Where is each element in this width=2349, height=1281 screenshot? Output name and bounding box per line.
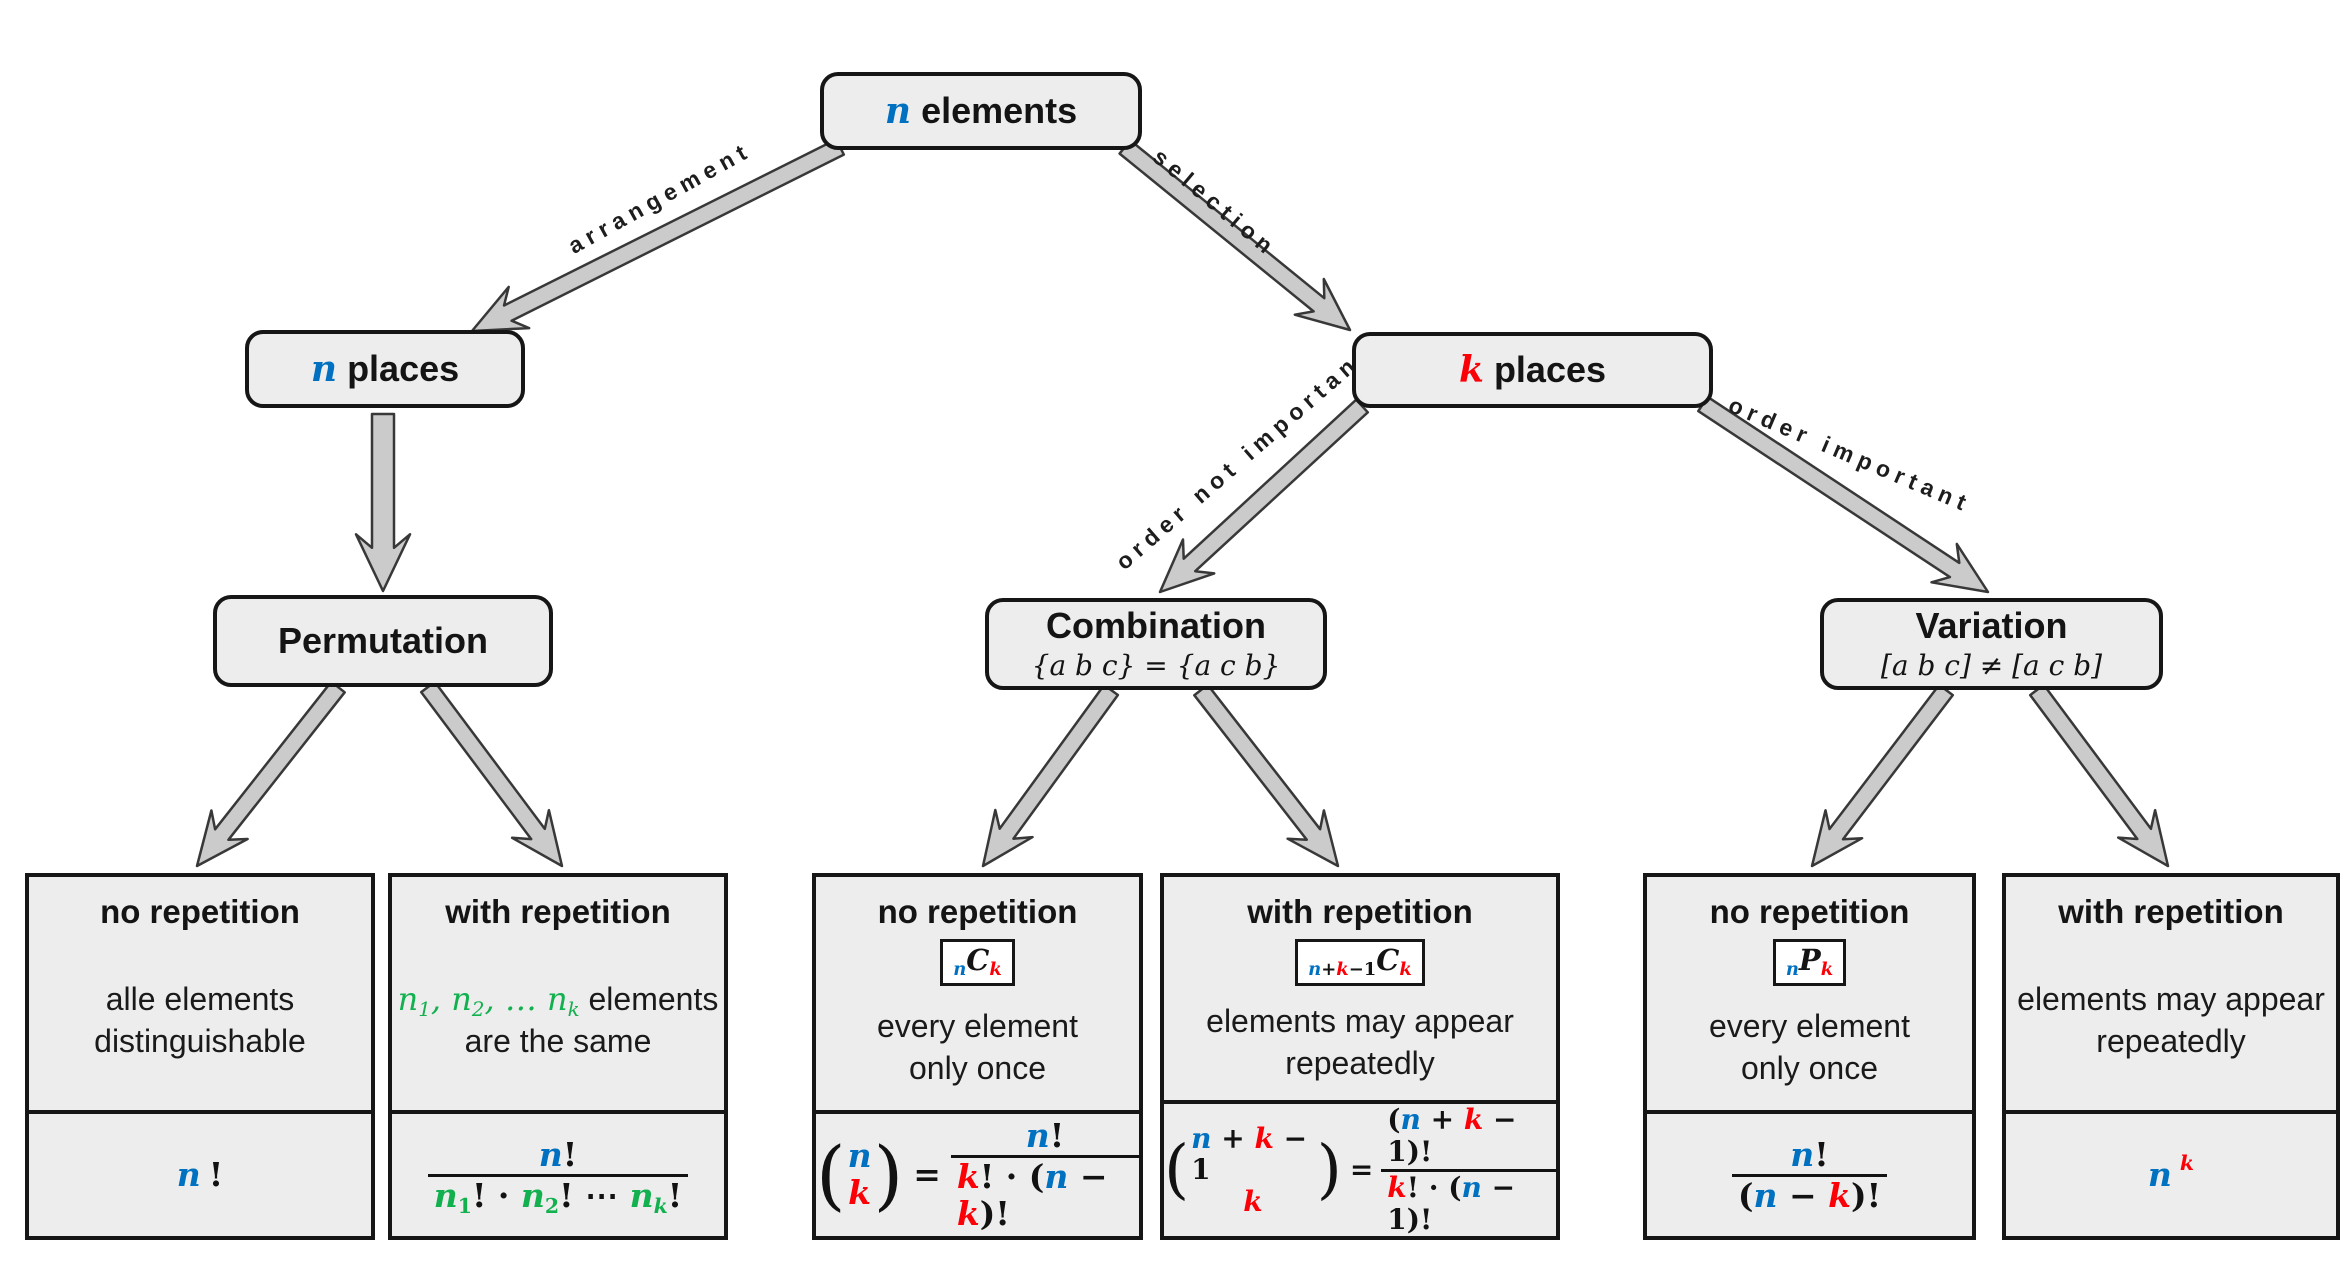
node-k-places-title: k places	[1458, 348, 1607, 391]
node-variation: Variation [a b c] ≠ [a c b]	[1820, 598, 2163, 690]
node-variation-subtitle: [a b c] ≠ [a c b]	[1880, 648, 2103, 682]
leaf-description: every element only once	[877, 1008, 1078, 1086]
node-n-places-title: n places	[310, 347, 460, 390]
badge-nPk: nPk	[1772, 939, 1847, 986]
formula-n-factorial: n!	[176, 1155, 224, 1195]
leaf-heading: no repetition	[877, 893, 1078, 930]
var-n: n	[884, 89, 912, 132]
leaf-combination-no-repetition: no repetition nCk every element only onc…	[812, 873, 1143, 1240]
leaf-description: elements may appear repeatedly	[2017, 980, 2325, 1059]
node-permutation-title: Permutation	[277, 620, 489, 662]
node-n-elements: n elements	[820, 72, 1142, 150]
leaf-variation-with-repetition: with repetition elements may appear repe…	[2002, 873, 2340, 1240]
var-n: n	[310, 347, 338, 390]
leaf-heading: no repetition	[1709, 893, 1910, 930]
node-n-places: n places	[245, 330, 525, 408]
node-combination-subtitle: {a b c} = {a c b}	[1031, 648, 1281, 682]
leaf-description: n1, n2, … nk elements are the same	[397, 979, 719, 1059]
badge-nCk: nCk	[940, 939, 1015, 986]
node-combination: Combination {a b c} = {a c b}	[985, 598, 1327, 690]
leaf-heading: with repetition	[445, 893, 671, 930]
formula-multiset-permutation: n!n1! · n2! ⋯ nk!	[427, 1135, 689, 1217]
node-variation-title: Variation	[1915, 605, 2068, 647]
badge-n-plus-k-minus-1-Ck: n+k−1Ck	[1295, 939, 1425, 986]
leaf-description: elements may appear repeatedly	[1206, 1003, 1514, 1081]
leaf-heading: with repetition	[1247, 893, 1473, 930]
var-k: k	[1458, 348, 1484, 391]
leaf-description: every element only once	[1709, 1008, 1910, 1086]
node-k-places: k places	[1352, 332, 1713, 408]
formula-partial-permutation: n!(n − k)!	[1731, 1135, 1888, 1215]
leaf-permutation-no-repetition: no repetition alle elements distinguisha…	[25, 873, 375, 1240]
node-n-elements-title: n elements	[884, 89, 1078, 132]
leaf-heading: no repetition	[100, 893, 300, 930]
leaf-permutation-with-repetition: with repetition n1, n2, … nk elements ar…	[388, 873, 728, 1240]
leaf-variation-no-repetition: no repetition nPk every element only onc…	[1643, 873, 1976, 1240]
leaf-heading: with repetition	[2058, 893, 2284, 930]
leaf-description: alle elements distinguishable	[94, 980, 306, 1059]
leaf-combination-with-repetition: with repetition n+k−1Ck elements may app…	[1160, 873, 1560, 1240]
node-combination-title: Combination	[1046, 605, 1266, 647]
node-permutation: Permutation	[213, 595, 553, 687]
